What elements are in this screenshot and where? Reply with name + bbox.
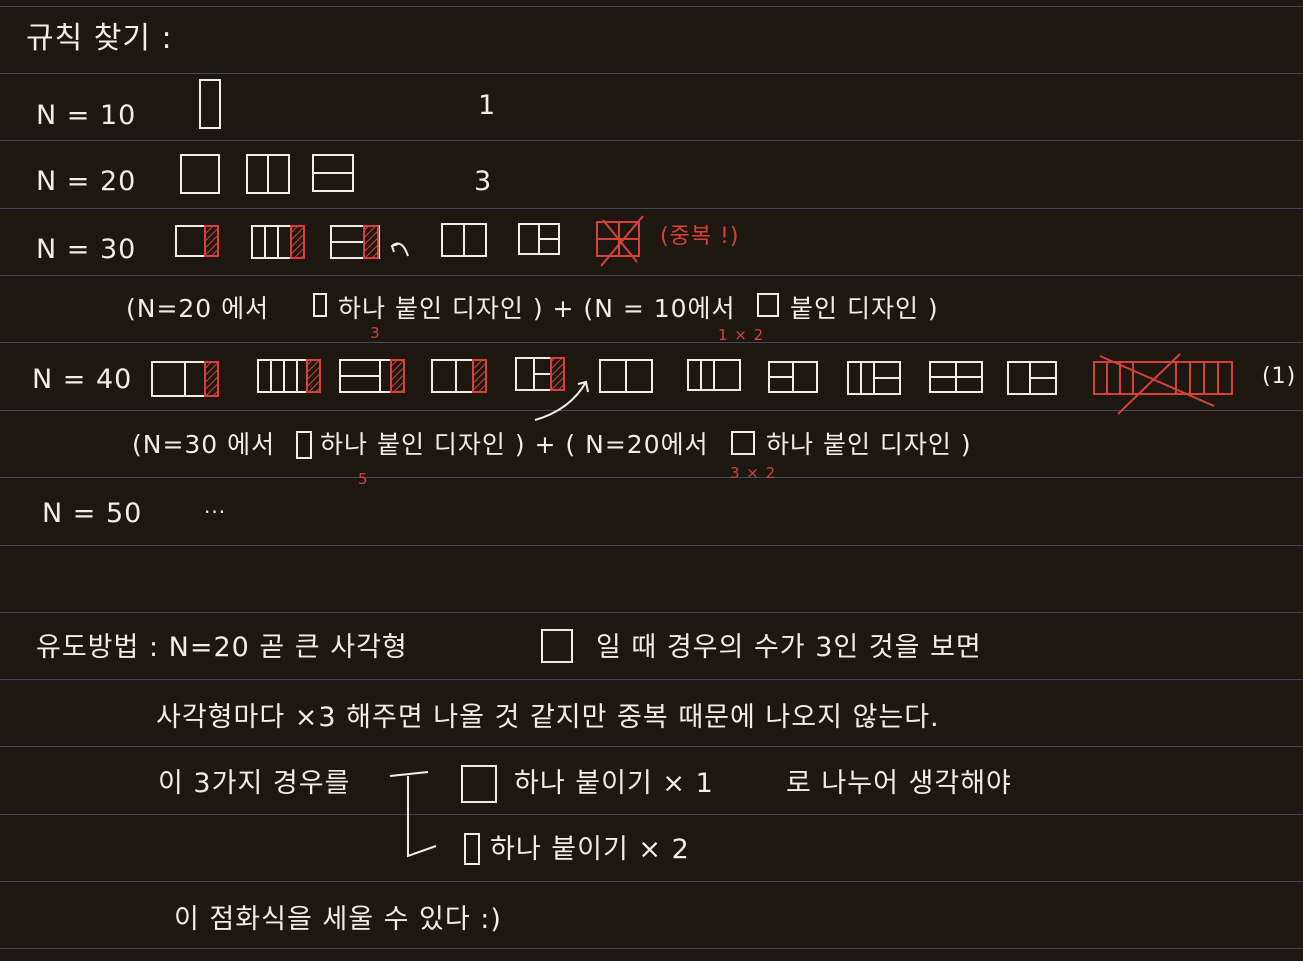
tile-vertical [199,79,221,129]
explain40-left-tail: 하나 붙인 디자인 ) + ( N=20에서 [320,430,709,459]
count-n10: 1 [478,90,497,121]
ruled-line [0,410,1303,411]
derivation-line3c: 로 나누어 생각해야 [786,768,1012,799]
n50-ellipsis: ... [204,494,227,518]
ruled-line [0,679,1303,680]
explain30-left: (N=20 에서 [126,294,270,323]
crossed-tile [1093,361,1233,395]
ruled-line [0,140,1303,141]
ruled-line [0,746,1303,747]
branch-bracket [389,771,437,858]
explain40-mult-right: 3 × 2 [730,464,777,482]
inline-square [296,431,312,459]
ruled-line [0,275,1303,276]
explain40-mult-left: 5 [358,470,369,488]
derivation-line4: 하나 붙이기 × 2 [490,834,690,865]
inline-square [731,431,755,455]
ruled-line [0,545,1303,546]
ruled-line [0,612,1303,613]
row-label-n30: N = 30 [36,234,137,265]
derivation-line5: 이 점화식을 세울 수 있다 :) [174,904,502,935]
inline-square [313,293,327,317]
n40-note: (1) [1262,364,1297,389]
duplicate-note: (중복 !) [660,224,740,249]
explain40-right-tail: 하나 붙인 디자인 ) [766,430,972,459]
ruled-line [0,342,1303,343]
derivation-line1a: 유도방법 : N=20 곧 큰 사각형 [36,632,408,663]
row-label-n20: N = 20 [36,166,137,197]
inline-square [461,765,497,803]
ruled-line [0,477,1303,478]
derivation-line2: 사각형마다 ×3 해주면 나올 것 같지만 중복 때문에 나오지 않는다. [156,702,940,733]
inline-square [541,629,573,663]
explain30-right-tail: 붙인 디자인 ) [790,294,939,323]
derivation-line1b: 일 때 경우의 수가 3인 것을 보면 [596,632,982,663]
explain30-mult-right: 1 × 2 [718,326,765,344]
tile-square [180,154,220,194]
explain30-mult-left: 3 [370,324,381,342]
ruled-line [0,208,1303,209]
ruled-line [0,73,1303,74]
ruled-line [0,814,1303,815]
explain40-left: (N=30 에서 [132,430,276,459]
row-label-n10: N = 10 [36,100,137,131]
ruled-line [0,6,1303,7]
derivation-line3b: 하나 붙이기 × 1 [514,768,714,799]
row-label-n50: N = 50 [42,498,143,529]
count-n20: 3 [474,166,493,197]
page-title: 규칙 찾기 : [26,21,173,56]
ruled-line [0,948,1303,949]
inline-square [464,833,480,865]
ruled-line [0,881,1303,882]
row-label-n40: N = 40 [32,364,133,395]
inline-square [757,293,779,317]
derivation-line3a: 이 3가지 경우를 [158,768,351,799]
explain30-left-tail: 하나 붙인 디자인 ) + (N = 10에서 [338,294,736,323]
